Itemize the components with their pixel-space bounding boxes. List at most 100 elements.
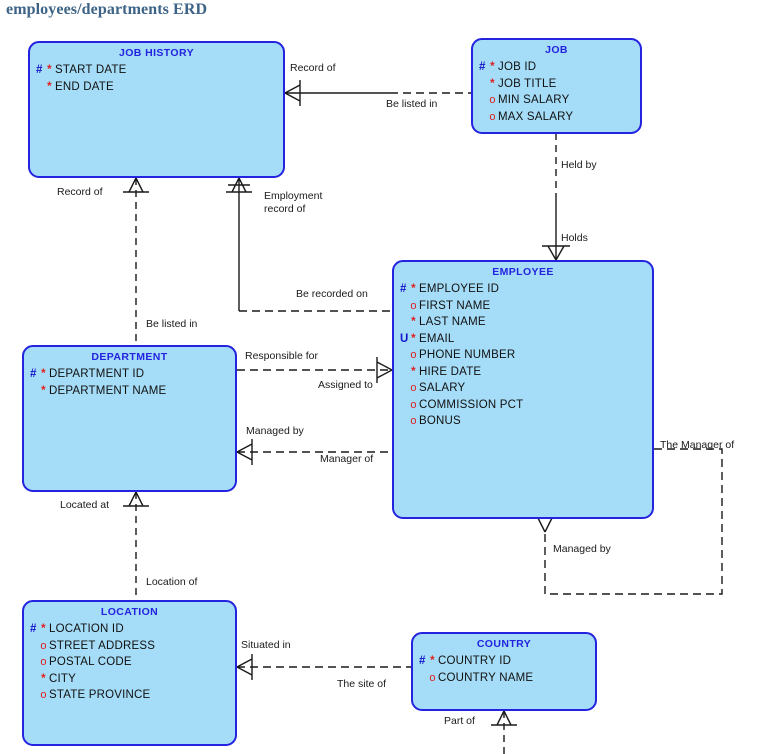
- rel-label-holds: Holds: [561, 232, 588, 244]
- attribute-row: #*LOCATION ID: [24, 621, 235, 638]
- attribute-name: STREET ADDRESS: [49, 639, 156, 652]
- optional-marker-icon: o: [410, 415, 417, 427]
- pk-marker-icon: #: [30, 368, 37, 380]
- attribute-name: POSTAL CODE: [49, 656, 132, 668]
- rel-label-held-by: Held by: [561, 159, 597, 171]
- attribute-name: END DATE: [55, 80, 114, 93]
- attribute-row: *HIRE DATE: [394, 364, 652, 381]
- rel-label-the-site-of: The site of: [337, 678, 387, 690]
- mandatory-marker-icon: *: [41, 672, 46, 685]
- rel-label-record-of-dept: Record of: [57, 186, 103, 198]
- attribute-name: COMMISSION PCT: [419, 398, 524, 411]
- optional-marker-icon: o: [40, 639, 47, 652]
- attribute-name: EMAIL: [419, 332, 455, 345]
- optional-marker-icon: o: [489, 94, 496, 106]
- optional-marker-icon: o: [410, 398, 417, 411]
- attribute-name: EMPLOYEE ID: [419, 283, 500, 295]
- attribute-name: JOB ID: [498, 61, 537, 73]
- entity-title-job-history: JOB HISTORY: [119, 47, 194, 59]
- attribute-name: MAX SALARY: [498, 110, 574, 123]
- rel-label-managed-by-dept: Managed by: [246, 425, 304, 437]
- mandatory-marker-icon: *: [411, 283, 416, 295]
- pk-marker-icon: #: [30, 623, 37, 635]
- wire-country-region: [491, 710, 517, 754]
- attribute-name: CITY: [49, 672, 76, 685]
- entity-title-job: JOB: [545, 44, 568, 56]
- rel-label-part-of: Part of: [444, 715, 475, 727]
- rel-label-record-of-job: Record of: [290, 62, 336, 74]
- attribute-row: # *JOB ID: [473, 59, 640, 76]
- pk-marker-icon: #: [36, 64, 43, 76]
- rel-label-located-at: Located at: [60, 499, 110, 511]
- optional-marker-icon: o: [40, 656, 47, 668]
- entity-title-department: DEPARTMENT: [91, 351, 168, 363]
- rel-label-line1: Employment: [264, 190, 323, 202]
- attribute-list-department: # *DEPARTMENT ID *DEPARTMENT NAME: [24, 366, 235, 399]
- rel-label-manager-of: Manager of: [320, 453, 374, 465]
- entity-department[interactable]: DEPARTMENT # *DEPARTMENT ID *DEPARTMENT N…: [22, 345, 237, 492]
- attribute-row: *DEPARTMENT NAME: [24, 383, 235, 400]
- mandatory-marker-icon: *: [41, 384, 46, 397]
- rel-label-situated-in: Situated in: [241, 639, 291, 651]
- mandatory-marker-icon: *: [41, 623, 46, 635]
- attribute-name: PHONE NUMBER: [419, 349, 516, 361]
- attribute-name: HIRE DATE: [419, 365, 482, 378]
- unique-marker-icon: U: [400, 332, 409, 345]
- rel-label-the-manager-of: The Manager of: [660, 439, 735, 451]
- mandatory-marker-icon: *: [490, 77, 495, 90]
- attribute-row: # *EMPLOYEE ID: [394, 281, 652, 298]
- attribute-name: DEPARTMENT NAME: [49, 384, 167, 397]
- attribute-name: DEPARTMENT ID: [49, 368, 145, 380]
- attribute-row: #*COUNTRY ID: [413, 653, 595, 670]
- wire-location-country: [236, 654, 412, 680]
- attribute-row: U*EMAIL: [394, 331, 652, 348]
- attribute-name: STATE PROVINCE: [49, 689, 151, 701]
- attribute-name: FIRST NAME: [419, 299, 491, 312]
- attribute-list-job-history: # *START DATE *END DATE: [30, 62, 283, 95]
- rel-label-responsible-for: Responsible for: [245, 350, 318, 362]
- rel-label-assigned-to: Assigned to: [318, 379, 373, 391]
- entity-job-history[interactable]: JOB HISTORY # *START DATE *END DATE: [28, 41, 285, 178]
- attribute-name: COUNTRY ID: [438, 655, 512, 667]
- attribute-name: LAST NAME: [419, 316, 486, 328]
- rel-label-line2: record of: [264, 203, 306, 215]
- mandatory-marker-icon: *: [411, 332, 416, 345]
- attribute-name: BONUS: [419, 415, 461, 427]
- pk-marker-icon: #: [479, 61, 486, 73]
- attribute-name: JOB TITLE: [498, 77, 557, 90]
- mandatory-marker-icon: *: [411, 316, 416, 328]
- mandatory-marker-icon: *: [47, 64, 52, 76]
- optional-marker-icon: o: [429, 671, 436, 684]
- pk-marker-icon: #: [400, 283, 407, 295]
- mandatory-marker-icon: *: [47, 80, 52, 93]
- mandatory-marker-icon: *: [430, 655, 435, 667]
- mandatory-marker-icon: *: [490, 61, 495, 73]
- attribute-name: START DATE: [55, 64, 127, 76]
- optional-marker-icon: o: [410, 382, 417, 394]
- optional-marker-icon: o: [410, 349, 417, 361]
- optional-marker-icon: o: [410, 299, 417, 312]
- optional-marker-icon: o: [40, 689, 47, 701]
- rel-label-be-recorded-on: Be recorded on: [296, 288, 368, 300]
- entity-title-country: COUNTRY: [476, 638, 532, 650]
- wire-jobhistory-job: [284, 80, 472, 106]
- rel-label-location-of: Location of: [146, 576, 198, 588]
- attribute-row: *LAST NAME: [394, 314, 652, 331]
